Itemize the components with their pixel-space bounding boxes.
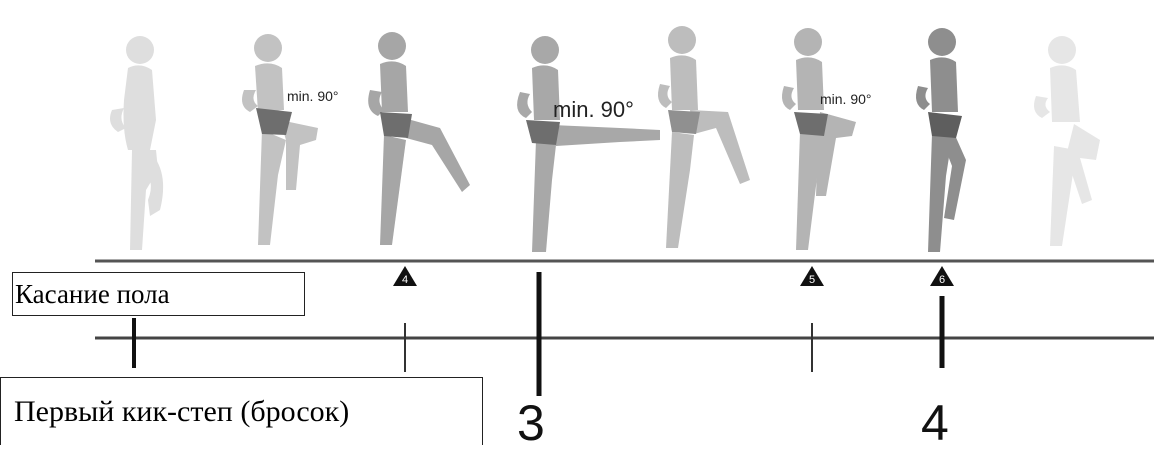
dancer-figure-4 <box>517 36 660 252</box>
dancer-figure-3 <box>368 32 470 245</box>
beat-number-3: 3 <box>517 395 545 451</box>
first-kick-step-label: Первый кик-степ (бросок) <box>0 377 483 445</box>
dancer-figure-8 <box>1034 36 1100 246</box>
contact-marker-5-label: 5 <box>809 274 815 286</box>
dancer-figure-1 <box>110 36 164 250</box>
angle-note-1: min. 90° <box>287 88 339 104</box>
contact-marker-4: 4 <box>393 266 417 286</box>
beat-number-4: 4 <box>921 395 949 451</box>
angle-note-3: min. 90° <box>820 91 872 107</box>
dancer-figure-6 <box>782 28 856 250</box>
floor-contact-label: Касание пола <box>12 272 305 316</box>
contact-marker-6: 6 <box>930 266 954 286</box>
dancer-figure-5 <box>658 26 750 248</box>
contact-marker-6-label: 6 <box>939 274 945 286</box>
dancer-figure-7 <box>916 28 966 252</box>
angle-note-2: min. 90° <box>553 97 634 122</box>
contact-marker-4-label: 4 <box>402 274 408 286</box>
contact-marker-5: 5 <box>800 266 824 286</box>
dancer-figure-2 <box>242 34 318 245</box>
